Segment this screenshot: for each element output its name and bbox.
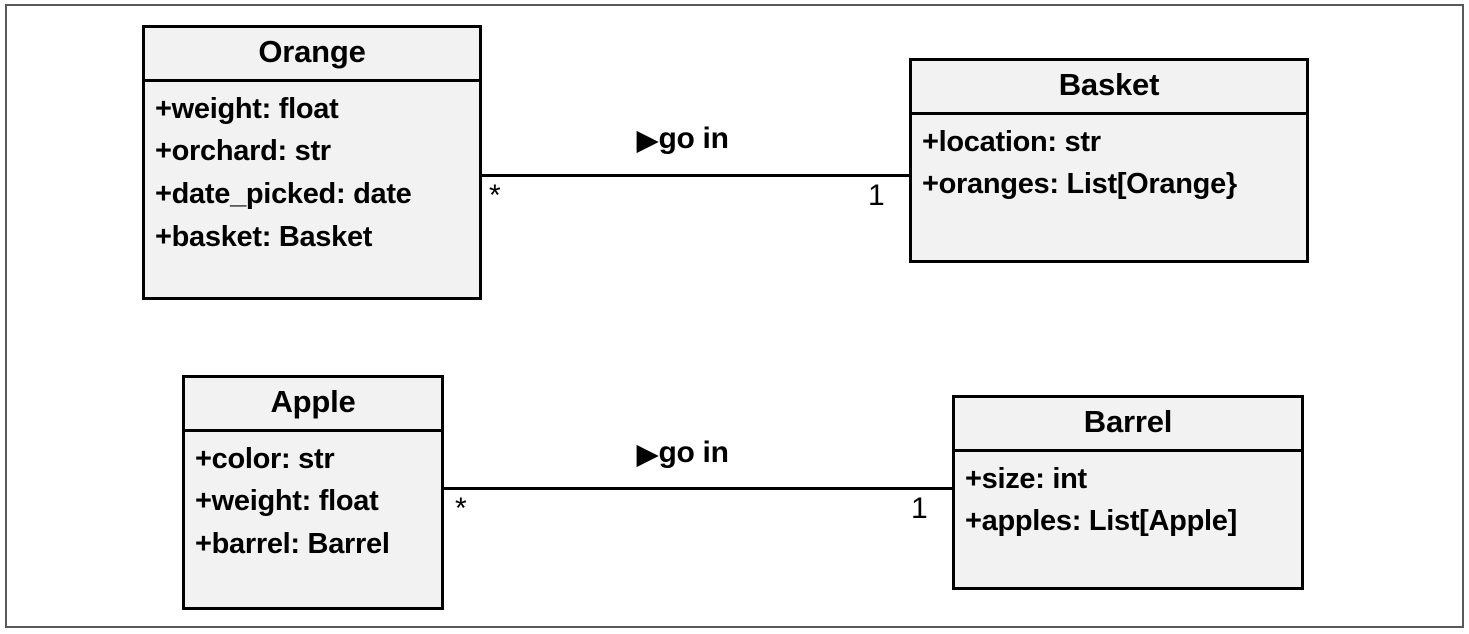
uml-class-barrel[interactable]: Barrel +size: int +apples: List[Apple]: [952, 395, 1304, 590]
uml-class-apple[interactable]: Apple +color: str +weight: float +barrel…: [182, 375, 444, 610]
uml-class-orange[interactable]: Orange +weight: float +orchard: str +dat…: [142, 25, 482, 300]
attribute-row: +apples: List[Apple]: [965, 505, 1237, 538]
attribute-row: +basket: Basket: [155, 220, 373, 253]
class-attributes-apple: +color: str +weight: float +barrel: Barr…: [185, 432, 441, 574]
association-label-text: go in: [658, 122, 729, 155]
class-name-apple: Apple: [185, 378, 441, 432]
multiplicity-basket-target: 1: [868, 179, 885, 212]
class-attributes-basket: +location: str +oranges: List[Orange}: [912, 115, 1306, 214]
class-name-orange: Orange: [145, 28, 479, 82]
attribute-row: +size: int: [965, 462, 1087, 495]
diagram-frame: [5, 4, 1464, 628]
attribute-row: +weight: float: [195, 485, 379, 518]
association-label-text: go in: [658, 436, 729, 469]
attribute-row: +color: str: [195, 442, 335, 475]
attribute-row: +location: str: [922, 125, 1101, 158]
multiplicity-orange-source: *: [489, 179, 501, 212]
attribute-row: +orchard: str: [155, 135, 331, 168]
class-attributes-orange: +weight: float +orchard: str +date_picke…: [145, 82, 479, 267]
attribute-row: +oranges: List[Orange}: [922, 168, 1237, 201]
attribute-row: +weight: float: [155, 92, 339, 125]
association-label-orange-basket: ▶go in: [637, 124, 729, 154]
association-line-orange-basket: [481, 174, 909, 177]
class-name-barrel: Barrel: [955, 398, 1301, 452]
direction-arrow-icon: ▶: [637, 439, 658, 469]
attribute-row: +barrel: Barrel: [195, 527, 390, 560]
multiplicity-barrel-target: 1: [911, 492, 928, 525]
association-line-apple-barrel: [443, 487, 952, 490]
class-name-basket: Basket: [912, 61, 1306, 115]
direction-arrow-icon: ▶: [637, 125, 658, 155]
multiplicity-apple-source: *: [455, 492, 467, 525]
association-label-apple-barrel: ▶go in: [637, 438, 729, 468]
attribute-row: +date_picked: date: [155, 177, 412, 210]
uml-class-basket[interactable]: Basket +location: str +oranges: List[Ora…: [909, 58, 1309, 263]
class-attributes-barrel: +size: int +apples: List[Apple]: [955, 452, 1301, 551]
